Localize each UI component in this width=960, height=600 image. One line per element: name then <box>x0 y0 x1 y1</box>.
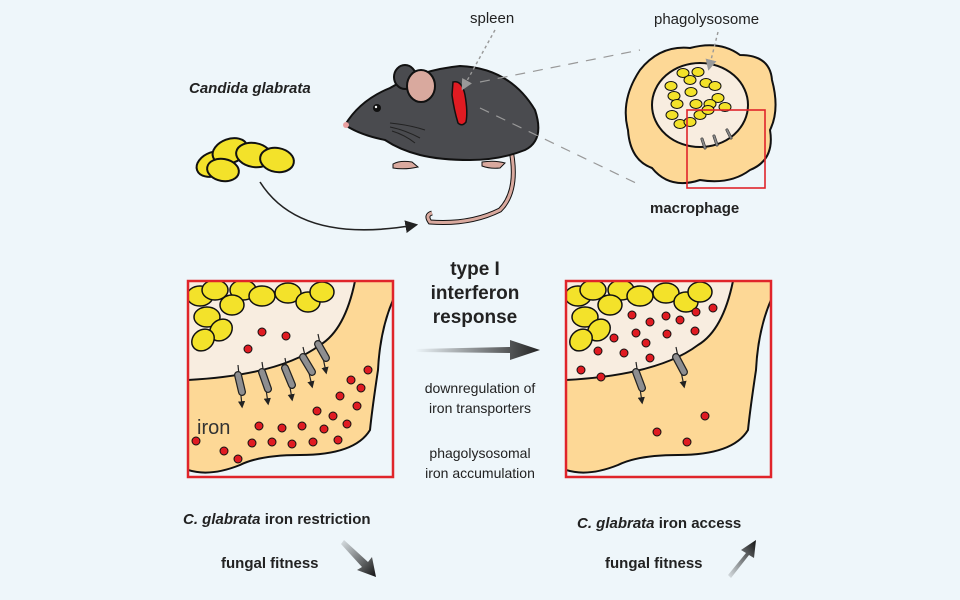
effect2-line1: phagolysosomal <box>429 445 531 461</box>
iron-particle <box>645 317 655 327</box>
iron-particle <box>346 375 356 385</box>
iron-transporters-right <box>632 346 688 405</box>
iron-particle <box>333 435 343 445</box>
interferon-arrow <box>415 340 540 360</box>
right-outcome-label: C. glabrata iron access <box>577 515 741 532</box>
spleen-label: spleen <box>470 10 515 27</box>
iron-particle <box>645 353 655 363</box>
iron-transporters-left <box>234 333 330 409</box>
iron-particle <box>609 333 619 343</box>
iron-particle <box>352 401 362 411</box>
iron-particle <box>191 436 201 446</box>
effect1-line2: iron transporters <box>429 400 531 416</box>
left-outcome-species: C. glabrata <box>183 511 261 528</box>
iron-particle <box>243 344 253 354</box>
iron-particle <box>627 310 637 320</box>
infection-arrow <box>259 181 419 233</box>
effect-accumulation: phagolysosomal iron accumulation <box>405 443 555 483</box>
iron-particles-left <box>191 327 373 464</box>
iron-particle <box>328 411 338 421</box>
iron-particle <box>690 326 700 336</box>
iron-particle <box>662 329 672 339</box>
iron-particle <box>682 437 692 447</box>
iron-label: iron <box>197 417 231 439</box>
organism-label: Candida glabrata <box>189 80 311 97</box>
spleen-pointer <box>461 29 496 91</box>
fitness-up-arrow <box>728 540 756 578</box>
effect-transporters: downregulation of iron transporters <box>405 378 555 418</box>
iron-particle <box>363 365 373 375</box>
right-panel-frame <box>564 279 773 479</box>
iron-particle <box>254 421 264 431</box>
iron-particle <box>219 446 229 456</box>
mouse-illustration <box>343 64 540 225</box>
left-outcome-condition: iron restriction <box>260 511 371 528</box>
iron-particle <box>319 424 329 434</box>
effect2-line2: iron accumulation <box>425 465 535 481</box>
iron-particle <box>308 437 318 447</box>
iron-particle <box>708 303 718 313</box>
left-panel-frame <box>186 279 395 479</box>
interferon-title-line1: type I <box>450 259 500 280</box>
interferon-title: type I interferon response <box>405 258 545 330</box>
iron-particle <box>342 419 352 429</box>
zoom-line-top <box>479 49 641 83</box>
iron-particle <box>631 328 641 338</box>
iron-particle <box>356 383 366 393</box>
right-fitness-label: fungal fitness <box>605 555 703 572</box>
zoom-line-bottom <box>479 107 641 186</box>
zoom-region-frame <box>686 109 766 189</box>
iron-transporter <box>299 346 316 389</box>
left-fitness-label: fungal fitness <box>221 555 319 572</box>
iron-particle <box>593 346 603 356</box>
left-outcome-label: C. glabrata iron restriction <box>183 511 371 528</box>
iron-particle <box>335 391 345 401</box>
iron-particle <box>247 438 257 448</box>
iron-particle <box>297 421 307 431</box>
effect1-line1: downregulation of <box>424 380 536 396</box>
iron-particle <box>675 315 685 325</box>
phagolysosome-pointer <box>705 31 719 71</box>
iron-transporter <box>258 361 272 406</box>
iron-particles-right <box>576 303 718 447</box>
iron-transporter <box>672 346 688 389</box>
iron-particle <box>277 423 287 433</box>
right-zoom-panel <box>566 281 771 477</box>
iron-particle <box>691 307 701 317</box>
macrophage-label: macrophage <box>650 200 740 217</box>
right-outcome-species: C. glabrata <box>577 515 655 532</box>
iron-particle <box>233 454 243 464</box>
iron-particle <box>312 406 322 416</box>
iron-particle <box>641 338 651 348</box>
iron-transporter <box>314 333 330 375</box>
iron-particle <box>596 372 606 382</box>
iron-particle <box>700 411 710 421</box>
iron-particle <box>619 348 629 358</box>
iron-particle <box>661 311 671 321</box>
iron-particle <box>281 331 291 341</box>
iron-particle <box>267 437 277 447</box>
iron-transporter <box>632 361 646 405</box>
macrophage-illustration <box>624 44 777 189</box>
right-outcome-condition: iron access <box>654 515 742 532</box>
interferon-title-line3: response <box>432 307 518 328</box>
iron-particle <box>287 439 297 449</box>
iron-transporter <box>281 357 296 402</box>
interferon-title-line2: interferon <box>430 283 520 304</box>
left-zoom-panel <box>188 281 393 477</box>
iron-transporter <box>234 364 246 409</box>
yeast-cluster <box>195 137 295 183</box>
iron-particle <box>257 327 267 337</box>
iron-particle <box>652 427 662 437</box>
fitness-down-arrow <box>341 540 376 577</box>
iron-particle <box>576 365 586 375</box>
phagolysosome-label: phagolysosome <box>654 11 760 28</box>
